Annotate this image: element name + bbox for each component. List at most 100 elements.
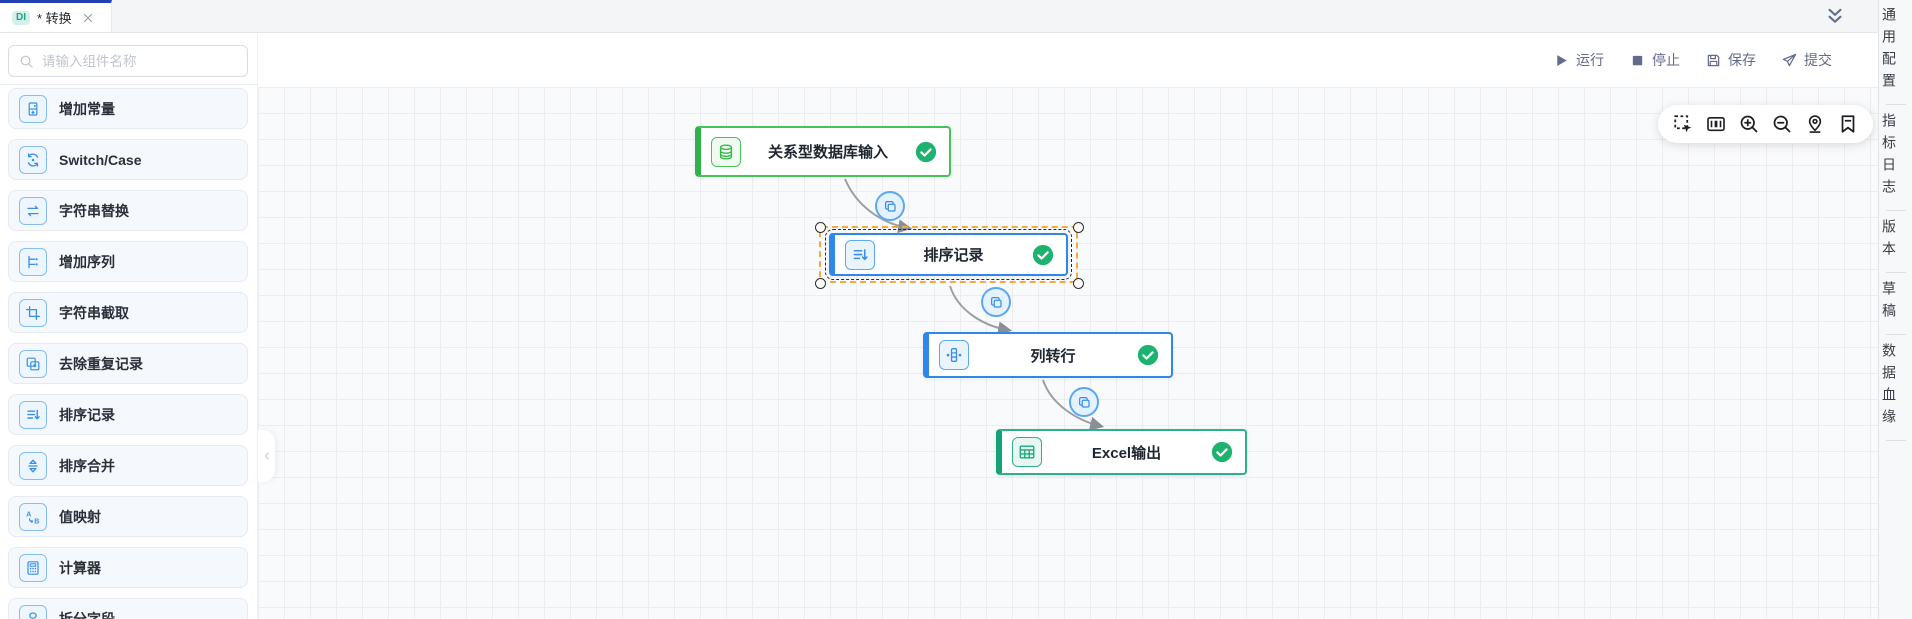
search-input[interactable]: [42, 53, 237, 69]
grid-canvas[interactable]: 关系型数据库输入排序记录列转行 Excel输出: [258, 87, 1878, 619]
component-item-sort-records[interactable]: 排序记录: [8, 394, 248, 435]
component-item-string-substr[interactable]: 字符串截取: [8, 292, 248, 333]
sort-merge-icon: [19, 451, 47, 480]
play-button[interactable]: 运行: [1554, 50, 1604, 70]
success-check-icon: [1137, 344, 1159, 366]
database-icon: [717, 143, 735, 161]
node-label: 排序记录: [923, 247, 984, 264]
toolbar-button-label: 停止: [1652, 52, 1680, 68]
right-panel-item[interactable]: 通用配置: [1881, 7, 1897, 95]
copy-icon: [1077, 395, 1092, 410]
locate-button[interactable]: [1805, 114, 1825, 134]
component-item-add-constant[interactable]: 增加常量: [8, 88, 248, 129]
right-panel-item[interactable]: 草稿: [1881, 281, 1897, 325]
double-chevron-down-icon[interactable]: [1824, 5, 1846, 27]
minimap-button[interactable]: [1706, 114, 1726, 134]
sidebar-collapse-handle[interactable]: [258, 430, 275, 482]
component-list[interactable]: 增加常量 Switch/Case 字符串替换增加序列字符串截取去除重复记录排序记录排…: [0, 88, 257, 619]
save-button[interactable]: 保存: [1706, 50, 1756, 70]
stop-icon: [1630, 53, 1645, 68]
right-panel-divider: [1885, 210, 1906, 211]
svg-text:B: B: [34, 518, 39, 524]
flow-node-node-2[interactable]: 排序记录: [825, 229, 1072, 280]
add-constant-icon: [19, 94, 47, 123]
tab-bar: DI * 转换: [0, 0, 1878, 33]
right-panel-divider: [1885, 272, 1906, 273]
add-sequence-icon: [19, 247, 47, 276]
bookmark-button[interactable]: [1838, 114, 1858, 134]
stop-button[interactable]: 停止: [1630, 50, 1680, 70]
component-label: 拆分字段: [59, 610, 115, 619]
node-iconbox: [711, 136, 741, 167]
send-icon: [1782, 53, 1797, 68]
edge-copy-badge[interactable]: [1069, 387, 1099, 417]
component-label: 增加常量: [59, 100, 115, 117]
play-icon: [1554, 53, 1569, 68]
sort-records-icon: [851, 246, 869, 264]
component-item-split-field[interactable]: 拆分字段: [8, 598, 248, 619]
svg-text:A: A: [26, 511, 31, 518]
component-sidebar: 增加常量 Switch/Case 字符串替换增加序列字符串截取去除重复记录排序记录排…: [0, 33, 258, 619]
right-panel-divider: [1885, 440, 1906, 441]
right-panel-item[interactable]: 版本: [1881, 219, 1897, 263]
component-item-dedupe[interactable]: 去除重复记录: [8, 343, 248, 384]
component-label: 值映射: [59, 508, 101, 525]
edge-copy-badge[interactable]: [875, 191, 905, 221]
search-icon: [19, 54, 34, 69]
success-check-icon: [1032, 244, 1054, 266]
toolbar-button-label: 提交: [1804, 52, 1832, 68]
component-label: 计算器: [59, 559, 101, 576]
selection-handle[interactable]: [1073, 222, 1084, 233]
component-item-calculator[interactable]: 计算器: [8, 547, 248, 588]
node-iconbox: [845, 239, 875, 270]
marquee-select-button[interactable]: [1673, 114, 1693, 134]
node-label: 列转行: [1030, 347, 1076, 365]
component-label: 字符串替换: [59, 202, 129, 219]
edge-copy-badge[interactable]: [981, 287, 1011, 317]
zoom-out-button[interactable]: [1772, 114, 1792, 134]
tab-transform[interactable]: DI * 转换: [0, 0, 112, 32]
component-label: Switch/Case: [59, 151, 142, 168]
close-icon[interactable]: [81, 11, 95, 25]
success-check-icon: [915, 141, 937, 163]
col-to-row-icon: [945, 346, 963, 364]
copy-icon: [989, 295, 1004, 310]
flow-canvas: 运行 停止 保存 提交 关系型数据库输入排序记录列转行 Excel输出: [258, 33, 1878, 619]
success-check-icon: [1211, 441, 1233, 463]
component-item-string-replace[interactable]: 字符串替换: [8, 190, 248, 231]
flow-node-node-1[interactable]: 关系型数据库输入: [695, 126, 951, 177]
canvas-mini-toolbar: [1658, 105, 1873, 143]
save-icon: [1706, 53, 1721, 68]
dedupe-icon: [19, 349, 47, 378]
calculator-icon: [19, 553, 47, 582]
selection-box: 排序记录: [815, 222, 1084, 289]
right-panel-item[interactable]: 数据血缘: [1881, 343, 1897, 431]
component-item-add-sequence[interactable]: 增加序列: [8, 241, 248, 282]
component-search: [8, 45, 248, 77]
node-label: 关系型数据库输入: [767, 144, 888, 161]
node-label: Excel输出: [1091, 444, 1162, 462]
component-item-switch-case[interactable]: Switch/Case: [8, 139, 248, 180]
sort-records-icon: [19, 400, 47, 429]
component-label: 增加序列: [59, 253, 115, 270]
connector-path: [949, 285, 1013, 336]
selection-handle[interactable]: [815, 278, 826, 289]
run-toolbar: 运行 停止 保存 提交: [258, 33, 1878, 87]
chevron-left-icon: [261, 450, 273, 462]
flow-node-node-4[interactable]: Excel输出: [996, 429, 1247, 475]
selection-handle[interactable]: [815, 222, 826, 233]
component-label: 去除重复记录: [59, 355, 143, 372]
right-panel: 通用配置指标日志版本草稿数据血缘: [1878, 0, 1912, 619]
zoom-in-button[interactable]: [1739, 114, 1759, 134]
right-panel-item[interactable]: 指标日志: [1881, 113, 1897, 201]
connector-path: [1042, 379, 1105, 431]
toolbar-button-label: 保存: [1728, 52, 1756, 68]
selection-handle[interactable]: [1073, 278, 1084, 289]
component-item-sort-merge[interactable]: 排序合并: [8, 445, 248, 486]
flow-node-node-3[interactable]: 列转行: [923, 332, 1173, 378]
di-badge: DI: [12, 10, 30, 25]
sidebar-divider: [0, 84, 257, 85]
send-button[interactable]: 提交: [1782, 50, 1832, 70]
